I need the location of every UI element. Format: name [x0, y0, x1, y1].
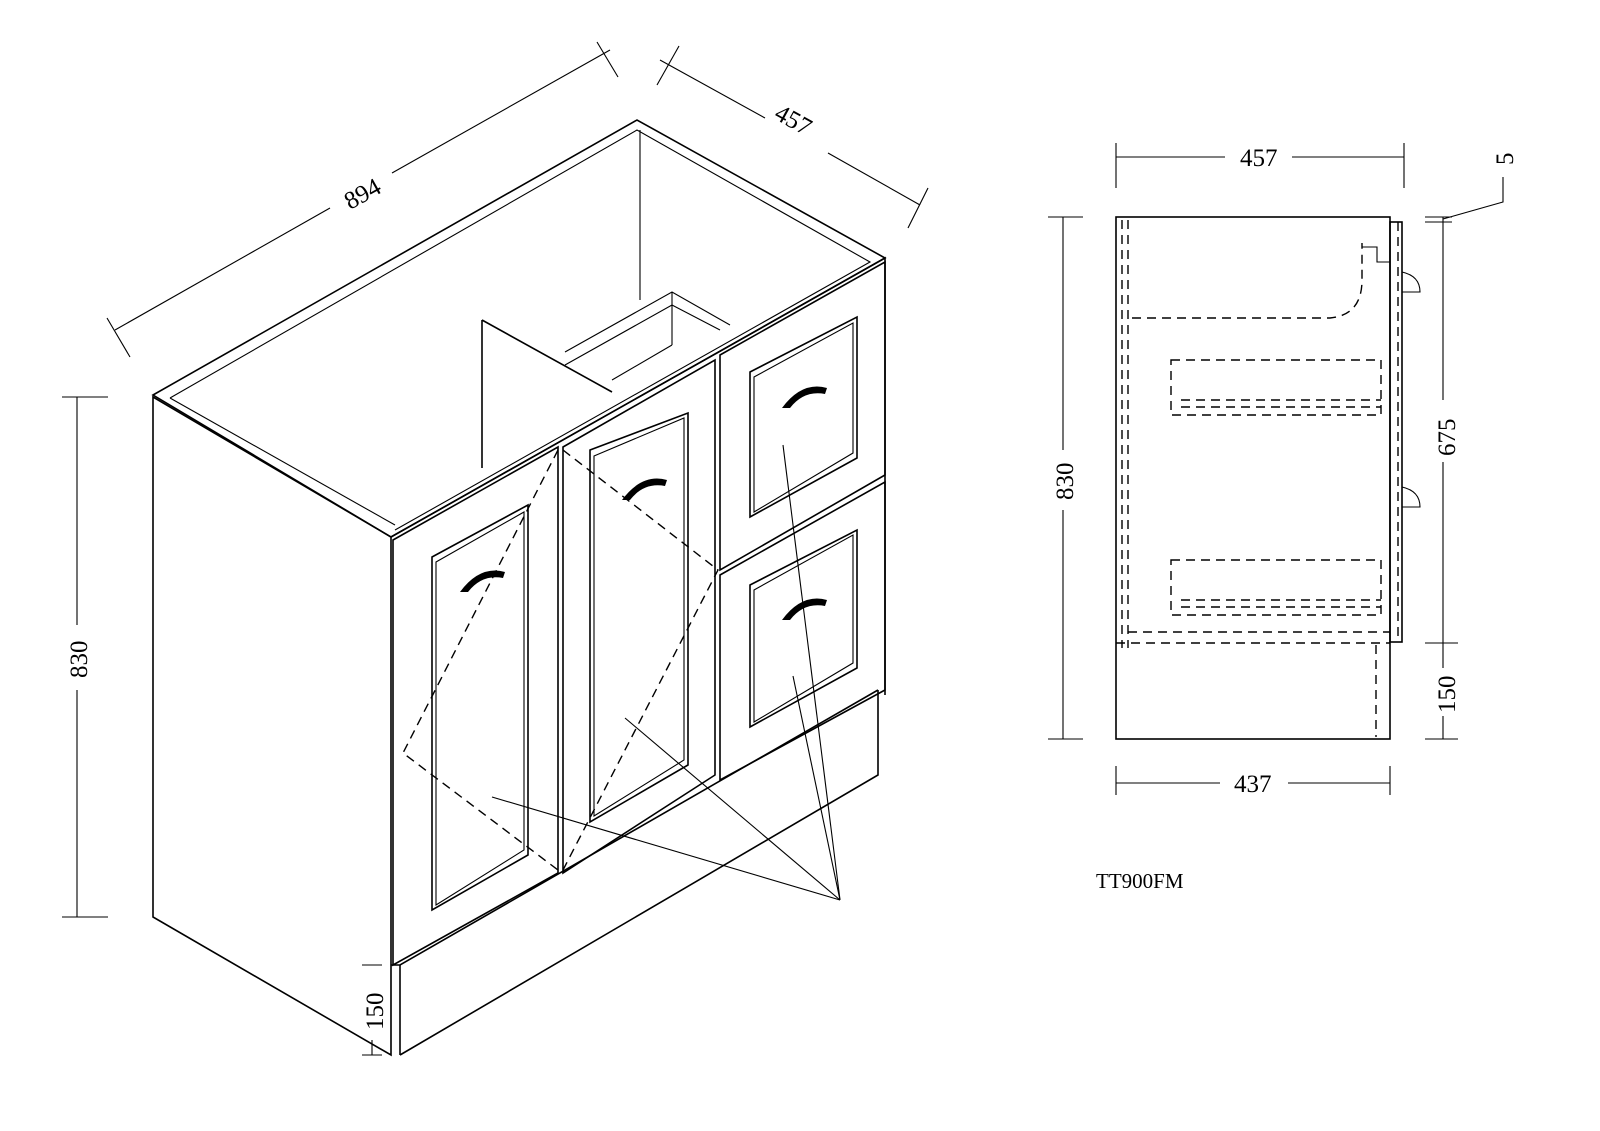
plinth-dimension: 150	[362, 964, 389, 1056]
svg-text:437: 437	[1234, 771, 1272, 798]
depth-dimension: 457	[656, 45, 929, 229]
svg-text:457: 457	[1240, 145, 1278, 172]
middle-door	[562, 358, 716, 875]
handle-icon	[1401, 271, 1421, 293]
model-code: TT900FM	[1096, 869, 1184, 893]
height-dimension: 830	[62, 396, 108, 918]
isometric-cabinet: 894 457 830 150	[62, 41, 929, 1057]
handle-icon	[460, 386, 827, 620]
svg-text:150: 150	[362, 993, 389, 1031]
side-view: 457 437 830 675 150	[1048, 143, 1519, 893]
side-height-dimension: 830	[1048, 216, 1083, 740]
bottom-drawer	[719, 480, 886, 782]
svg-text:150: 150	[1434, 676, 1461, 714]
top-drawer	[719, 260, 886, 572]
left-door	[392, 445, 559, 967]
svg-text:675: 675	[1434, 419, 1461, 457]
svg-text:830: 830	[1052, 463, 1079, 501]
door-thickness-dimension: 5	[1442, 153, 1519, 220]
svg-text:457: 457	[770, 100, 816, 142]
bottom-depth-dimension: 437	[1115, 766, 1391, 798]
svg-text:830: 830	[66, 641, 93, 679]
body-height-dimension: 675 150	[1425, 216, 1461, 740]
svg-text:5: 5	[1492, 153, 1519, 166]
top-depth-dimension: 457	[1115, 143, 1405, 188]
svg-text:894: 894	[340, 173, 386, 215]
width-dimension: 894	[106, 41, 619, 358]
